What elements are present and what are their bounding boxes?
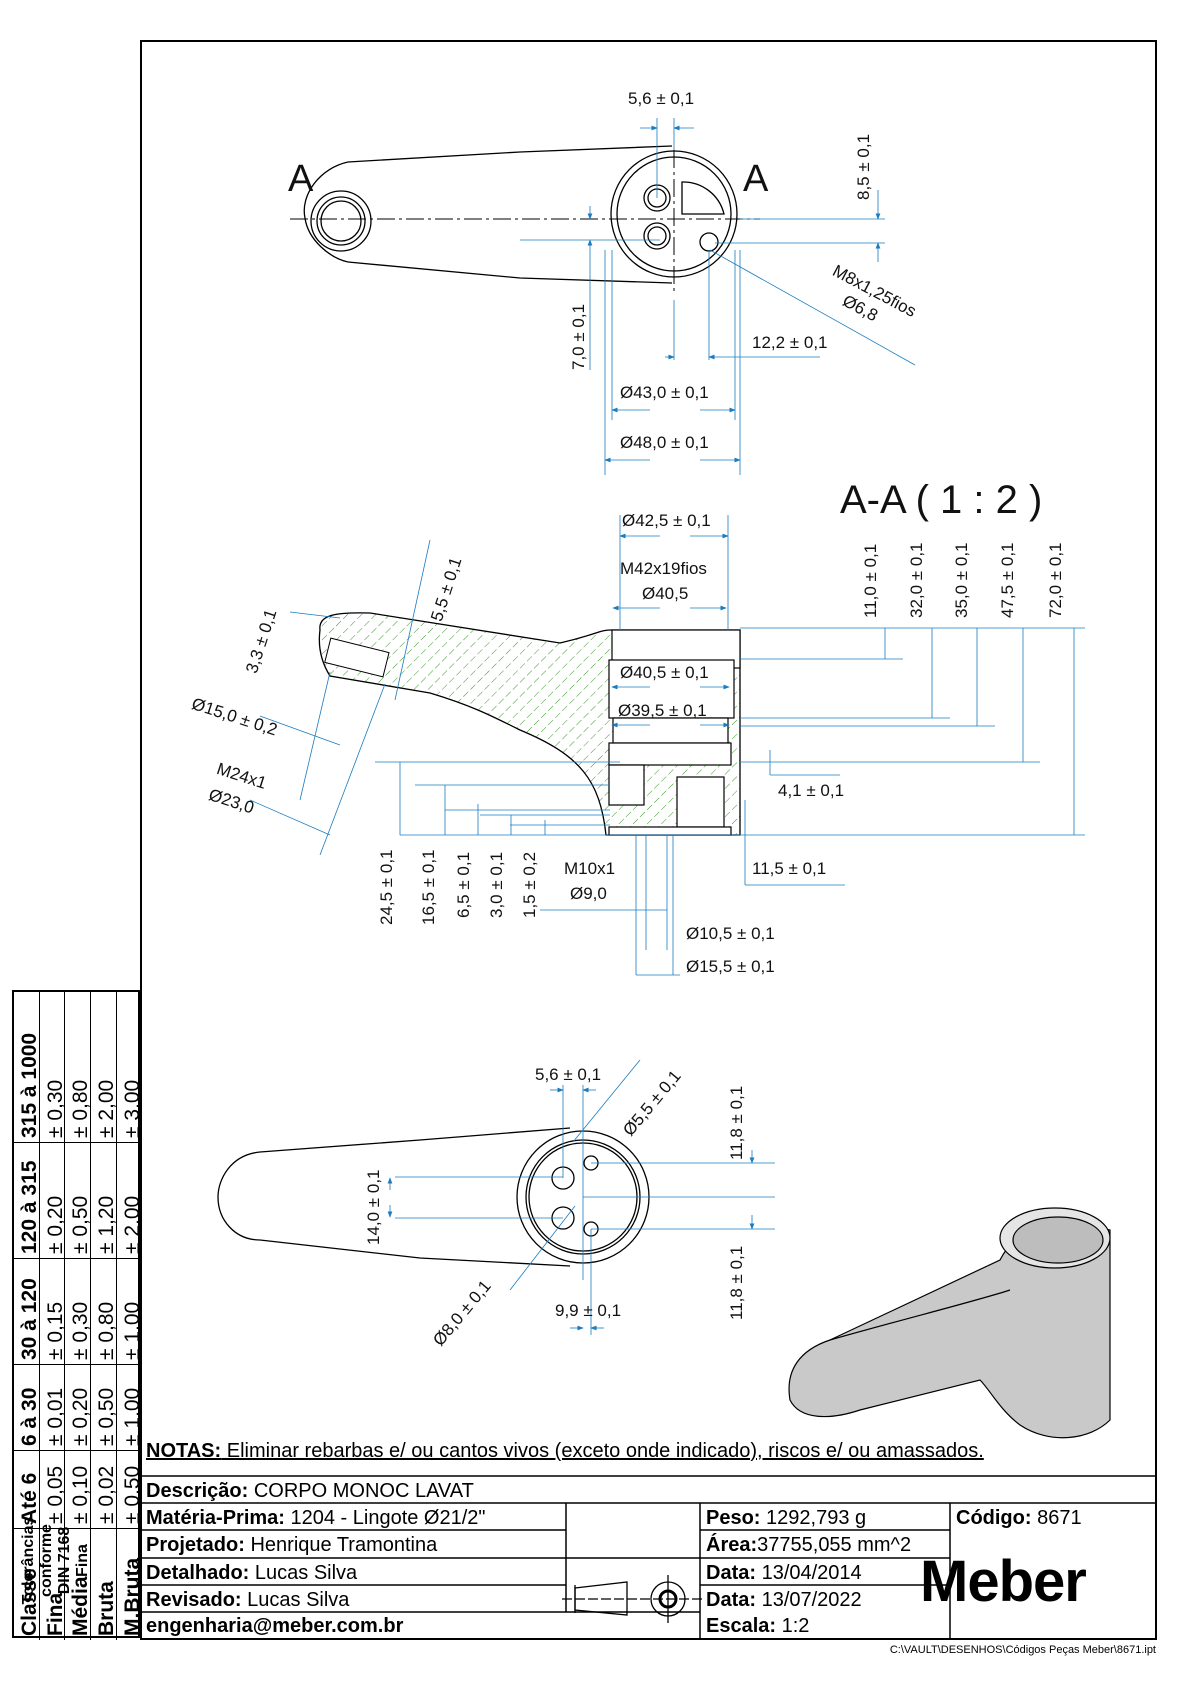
dim-sec-thread-m10: M10x1 <box>564 859 616 878</box>
revisado-field: Revisado: Lucas Silva <box>146 1589 350 1611</box>
norm-line-2: conforme <box>38 1524 55 1597</box>
section-view <box>318 612 741 836</box>
dim-sec-dia-15-5: Ø15,5 ± 0,1 <box>686 957 775 976</box>
tol-cell: ± 1,00 <box>120 1387 142 1446</box>
section-title: A-A ( 1 : 2 ) <box>840 478 1043 522</box>
dim-sec-dia-10-5: Ø10,5 ± 0,1 <box>686 924 775 943</box>
dim-sec-16-5: 16,5 ± 0,1 <box>419 849 438 926</box>
notes: NOTAS: Eliminar rebarbas e/ ou cantos vi… <box>146 1440 984 1462</box>
meber-logo: Meber <box>920 1549 1087 1614</box>
dim-sec-thread-dia: Ø40,5 <box>642 584 689 603</box>
materia-prima-field: Matéria-Prima: 1204 - Lingote Ø21/2" <box>146 1507 486 1529</box>
dim-top-5-6: 5,6 ± 0,1 <box>628 89 695 108</box>
tol-col-120-315: 120 à 315 ± 0,20 ± 0,50 ± 1,20 ± 2,00 <box>14 1142 142 1258</box>
section-view-dimensions <box>249 515 1085 976</box>
dim-sec-11-0: 11,0 ± 0,1 <box>861 543 880 618</box>
dim-sec-47-5: 47,5 ± 0,1 <box>998 542 1017 619</box>
tol-col-30-120: 30 à 120 ± 0,15 ± 0,30 ± 0,80 ± 1,00 <box>14 1258 142 1364</box>
norm-line-4: Fina <box>74 1544 91 1577</box>
dim-bot-9-9: 9,9 ± 0,1 <box>555 1301 622 1320</box>
dim-sec-3-0: 3,0 ± 0,1 <box>487 851 506 918</box>
dim-bot-14-0: 14,0 ± 0,1 <box>364 1169 383 1246</box>
dim-sec-dia-42-5: Ø42,5 ± 0,1 <box>622 511 711 530</box>
data-revisao-field: Data: 13/07/2022 <box>706 1589 862 1611</box>
escala-field: Escala: 1:2 <box>706 1615 810 1637</box>
dim-sec-32-0: 32,0 ± 0,1 <box>907 542 926 619</box>
email-field: engenharia@meber.com.br <box>146 1615 404 1637</box>
top-view-dimensions <box>520 118 916 475</box>
area-field: Área:37755,055 mm^2 <box>706 1534 912 1556</box>
tol-cell: ± 1,00 <box>120 1301 142 1360</box>
dim-sec-thread-m42: M42x19fios <box>620 559 707 578</box>
dim-sec-11-5: 11,5 ± 0,1 <box>752 859 827 878</box>
norm-line-3: DIN 7168 <box>56 1526 73 1595</box>
dim-top-dia-48: Ø48,0 ± 0,1 <box>620 433 709 452</box>
dim-bot-5-6: 5,6 ± 0,1 <box>535 1065 602 1084</box>
norm-line-1: Tolerâncias <box>20 1516 37 1605</box>
tol-cell: ± 2,00 <box>120 1195 142 1254</box>
tol-col-6-30: 6 à 30 ± 0,01 ± 0,20 ± 0,50 ± 1,00 <box>14 1364 142 1450</box>
dim-sec-6-5: 6,5 ± 0,1 <box>454 851 473 918</box>
projetado-field: Projetado: Henrique Tramontina <box>146 1534 438 1556</box>
dim-top-dia-43: Ø43,0 ± 0,1 <box>620 383 709 402</box>
file-path: C:\VAULT\DESENHOS\Códigos Peças Meber\86… <box>889 1644 1156 1656</box>
codigo-field: Código: 8671 <box>956 1507 1082 1529</box>
tol-col-315-1000: 315 à 1000 ± 0,30 ± 0,80 ± 2,00 ± 3,00 <box>14 992 142 1142</box>
isometric-view <box>788 1207 1111 1439</box>
peso-field: Peso: 1292,793 g <box>706 1507 867 1529</box>
dim-sec-4-1: 4,1 ± 0,1 <box>778 781 845 800</box>
section-marker-left: A <box>288 158 314 200</box>
dim-top-12-2: 12,2 ± 0,1 <box>752 333 828 352</box>
descricao-field: Descrição: CORPO MONOC LAVAT <box>146 1480 474 1502</box>
section-marker-right: A <box>743 158 769 200</box>
projection-symbol-icon <box>562 1575 705 1623</box>
dim-sec-24-5: 24,5 ± 0,1 <box>377 849 396 926</box>
drawing-frame <box>140 40 1157 1640</box>
dim-bot-11-8-bottom: 11,8 ± 0,1 <box>727 1245 746 1320</box>
dim-sec-35-0: 35,0 ± 0,1 <box>952 542 971 619</box>
bottom-view-dimensions <box>387 1059 775 1335</box>
top-view <box>290 145 760 295</box>
dim-sec-dia-40-5: Ø40,5 ± 0,1 <box>620 663 709 682</box>
dim-bot-11-8-top: 11,8 ± 0,1 <box>727 1085 746 1160</box>
tolerance-norm-box: Tolerâncias conforme DIN 7168 Fina <box>12 1483 140 1638</box>
data-criacao-field: Data: 13/04/2014 <box>706 1562 862 1584</box>
dim-sec-thread-m10-dia: Ø9,0 <box>570 884 607 903</box>
dim-top-7-0: 7,0 ± 0,1 <box>569 303 588 370</box>
dim-top-8-5: 8,5 ± 0,1 <box>854 133 873 200</box>
dim-sec-72-0: 72,0 ± 0,1 <box>1046 542 1065 619</box>
dim-sec-dia-39-5: Ø39,5 ± 0,1 <box>618 701 707 720</box>
tol-cell: ± 3,00 <box>120 1079 142 1138</box>
dim-sec-1-5: 1,5 ± 0,2 <box>520 851 539 918</box>
detalhado-field: Detalhado: Lucas Silva <box>146 1562 358 1584</box>
title-block-grid <box>140 1475 1157 1640</box>
